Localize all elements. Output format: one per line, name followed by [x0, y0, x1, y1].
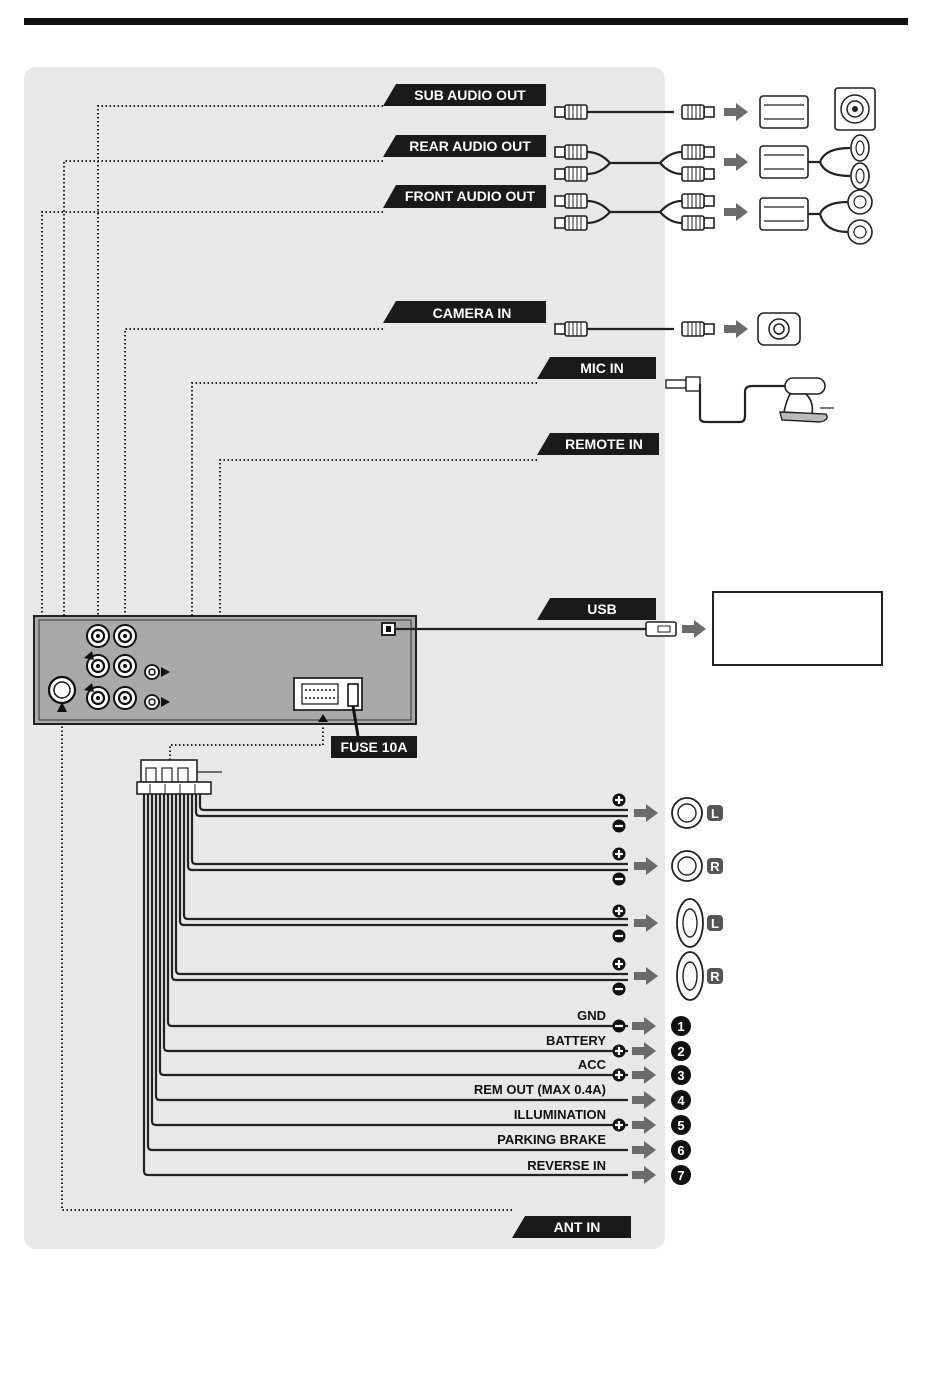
svg-text:PARKING BRAKE: PARKING BRAKE — [497, 1132, 606, 1147]
svg-text:MIC IN: MIC IN — [580, 360, 624, 376]
usb-port — [382, 623, 395, 635]
mic-jack — [145, 665, 159, 679]
svg-text:ILLUMINATION: ILLUMINATION — [514, 1107, 606, 1122]
label-mic-in: MIC IN — [537, 357, 656, 379]
label-sub-audio-out: SUB AUDIO OUT — [383, 84, 546, 106]
rear-speaker-icon — [677, 899, 703, 947]
front-speaker-icon — [672, 851, 702, 881]
amplifier-icon — [760, 96, 808, 128]
svg-text:REVERSE IN: REVERSE IN — [527, 1158, 606, 1173]
rca-jack-front-r — [114, 687, 136, 709]
label-front-audio-out: FRONT AUDIO OUT — [383, 185, 546, 208]
svg-text:FRONT AUDIO OUT: FRONT AUDIO OUT — [405, 188, 536, 204]
rca-jack-sub-r — [114, 625, 136, 647]
label-ant-in: ANT IN — [512, 1216, 631, 1238]
svg-text:R: R — [710, 859, 720, 874]
svg-text:CAMERA IN: CAMERA IN — [433, 305, 512, 321]
antenna-jack — [49, 677, 75, 703]
rca-jack-sub-l — [87, 625, 109, 647]
svg-text:ACC: ACC — [578, 1057, 607, 1072]
harness-connector — [294, 678, 362, 710]
speaker-icon — [848, 190, 872, 244]
microphone-cable — [666, 377, 834, 422]
svg-text:7: 7 — [677, 1168, 684, 1183]
label-rear-audio-out: REAR AUDIO OUT — [383, 135, 546, 157]
svg-text:REAR AUDIO OUT: REAR AUDIO OUT — [409, 138, 531, 154]
rca-jack-rear-r — [114, 655, 136, 677]
svg-text:R: R — [710, 969, 720, 984]
head-unit-rear-panel — [34, 616, 416, 736]
header-rule — [24, 18, 908, 25]
svg-text:3: 3 — [677, 1068, 684, 1083]
svg-text:BATTERY: BATTERY — [546, 1033, 606, 1048]
svg-text:FUSE 10A: FUSE 10A — [341, 739, 408, 755]
amplifier-icon — [760, 198, 808, 230]
svg-text:2: 2 — [677, 1044, 684, 1059]
svg-text:REMOTE IN: REMOTE IN — [565, 436, 643, 452]
rear-speaker-icon — [677, 952, 703, 1000]
camera-icon — [758, 313, 800, 345]
svg-text:USB: USB — [587, 601, 617, 617]
microphone-icon — [780, 378, 834, 422]
subwoofer-icon — [835, 88, 875, 130]
label-usb: USB — [537, 598, 656, 620]
label-remote-in: REMOTE IN — [537, 433, 659, 455]
label-fuse: FUSE 10A — [331, 736, 417, 758]
svg-text:REM OUT (MAX 0.4A): REM OUT (MAX 0.4A) — [474, 1082, 606, 1097]
svg-text:L: L — [711, 916, 719, 931]
amplifier-icon — [760, 146, 808, 178]
speaker-icon — [851, 135, 869, 189]
svg-text:5: 5 — [677, 1118, 684, 1133]
front-speaker-icon — [672, 798, 702, 828]
label-camera-in: CAMERA IN — [383, 301, 546, 323]
usb-device-box — [713, 592, 882, 665]
svg-text:L: L — [711, 806, 719, 821]
svg-text:SUB AUDIO OUT: SUB AUDIO OUT — [414, 87, 526, 103]
remote-jack — [145, 695, 159, 709]
svg-text:ANT IN: ANT IN — [554, 1219, 601, 1235]
svg-text:6: 6 — [677, 1143, 684, 1158]
svg-text:4: 4 — [677, 1093, 685, 1108]
svg-text:GND: GND — [577, 1008, 606, 1023]
svg-text:1: 1 — [677, 1019, 684, 1034]
